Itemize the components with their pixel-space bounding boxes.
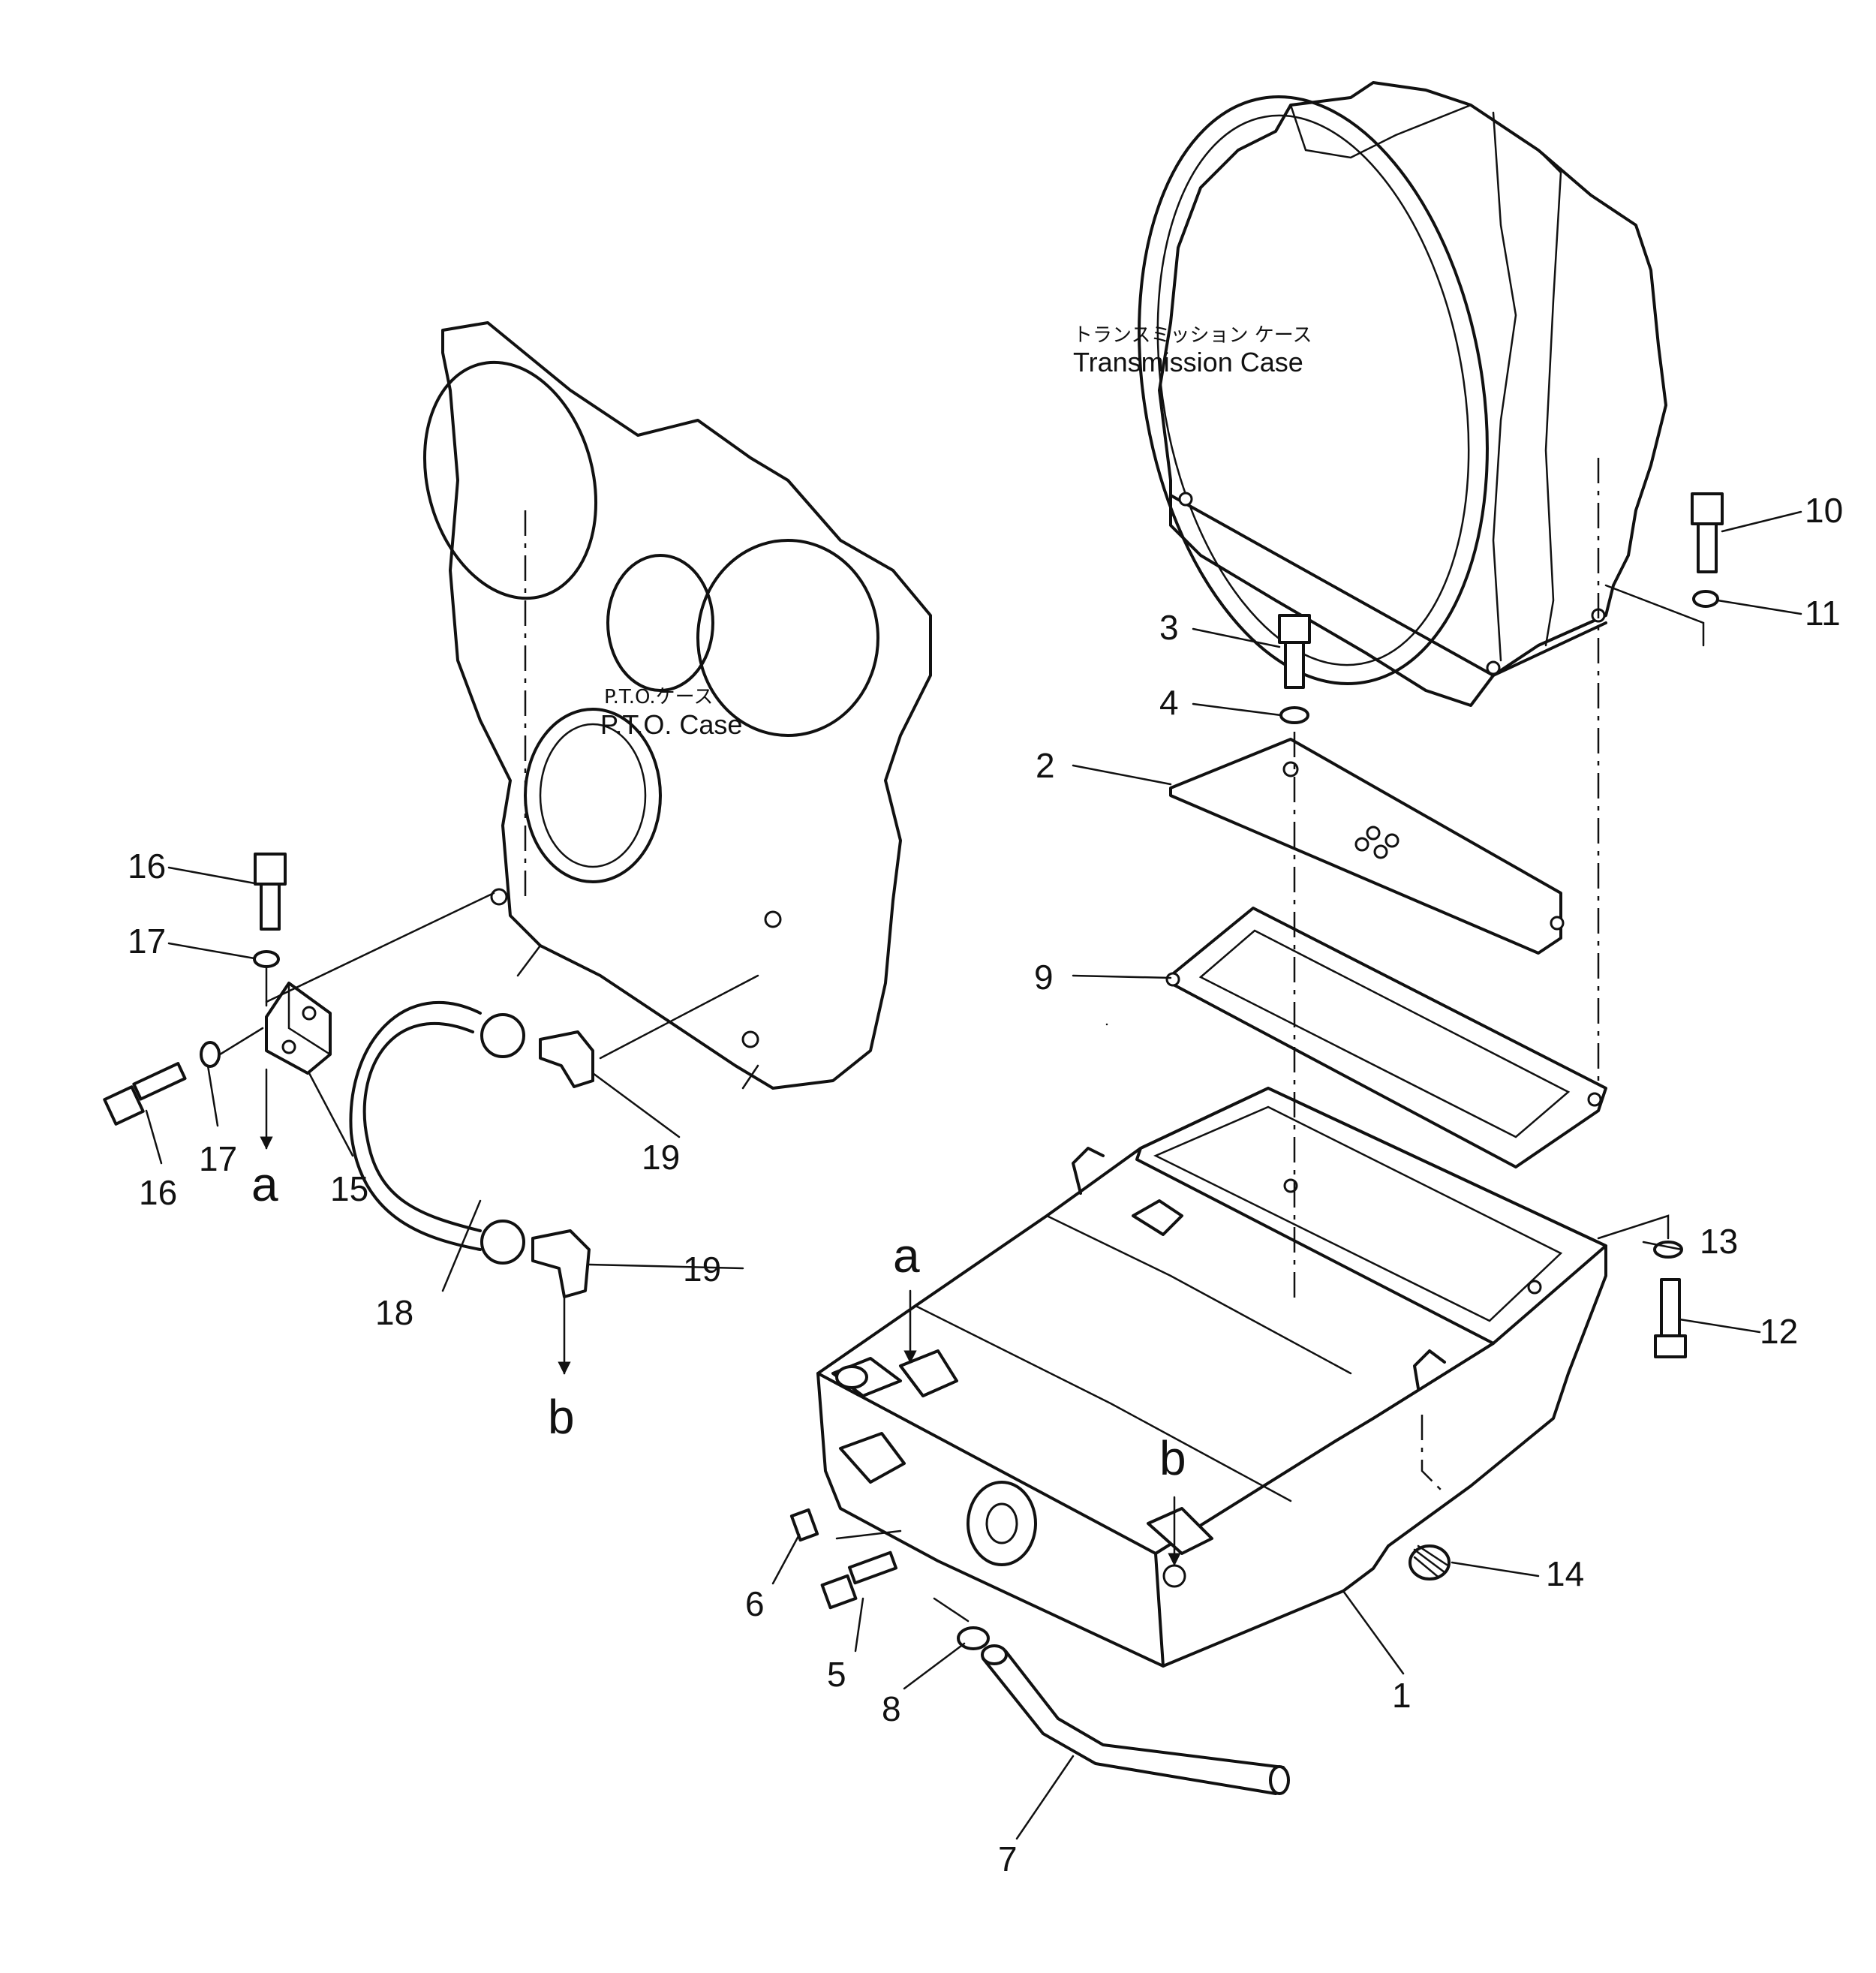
callout-leaders [145,510,1802,1840]
transmission-case-caption-en: Transmission Case [1073,347,1303,377]
callout-7: 7 [998,1839,1018,1878]
pto-case [422,321,932,1090]
connector-b-right: b [1159,1431,1186,1485]
bolt-part-10 [1691,492,1724,573]
gasket-part-9 [1165,907,1607,1168]
bolt-part-3 [1278,614,1311,689]
callout-6: 6 [745,1584,765,1623]
callout-16-side: 16 [139,1173,177,1212]
pin-part-6 [789,1508,819,1542]
hose-part-18 [349,1001,525,1265]
assembly-lines [218,458,1705,1623]
callout-14: 14 [1546,1554,1584,1593]
callout-17-side: 17 [199,1139,237,1178]
callout-2: 2 [1036,746,1055,785]
washer-part-11 [1692,590,1719,608]
callout-1: 1 [1392,1676,1412,1715]
bracket-part-15 [265,982,332,1075]
transmission-case-caption-jp: トランスミッション ケース [1073,324,1312,347]
callout-8: 8 [882,1689,901,1728]
callout-19-bottom: 19 [683,1250,721,1289]
callout-15: 15 [330,1169,368,1208]
bolt-part-12 [1654,1278,1687,1358]
callout-3: 3 [1159,608,1179,647]
callout-19-top: 19 [642,1138,680,1177]
washer-part-17-top [253,950,280,968]
pto-case-caption-jp: P.T.O.ケース [604,686,713,708]
callout-5: 5 [827,1655,846,1694]
callout-16-top: 16 [128,847,166,886]
elbow-part-19-bottom [531,1229,591,1298]
clamp-part-8 [957,1626,990,1650]
callout-17-top: 17 [128,922,166,961]
oil-pan-part-1 [816,1087,1607,1668]
callout-13: 13 [1700,1222,1738,1261]
callout-11: 11 [1805,594,1841,633]
plug-part-14 [1409,1544,1451,1581]
connector-b-left: b [548,1390,575,1444]
callout-4: 4 [1159,683,1179,722]
washer-part-4 [1279,706,1309,724]
bolt-part-16-top [254,853,287,931]
bolt-part-16-side [103,1062,187,1126]
callout-10: 10 [1805,491,1843,530]
callout-9: 9 [1034,958,1054,997]
connector-a-left: a [251,1157,278,1211]
hose-part-7 [981,1644,1290,1795]
plate-part-2 [1169,738,1565,955]
transmission-case [1138,81,1667,707]
washer-part-17-side [200,1041,221,1068]
elbow-part-19-top [539,1030,594,1088]
connector-a-right: a [893,1229,920,1283]
pto-case-caption-en: P.T.O. Case [600,709,742,740]
bolt-part-5 [820,1550,898,1610]
callout-12: 12 [1760,1312,1798,1351]
callout-18: 18 [375,1293,413,1332]
